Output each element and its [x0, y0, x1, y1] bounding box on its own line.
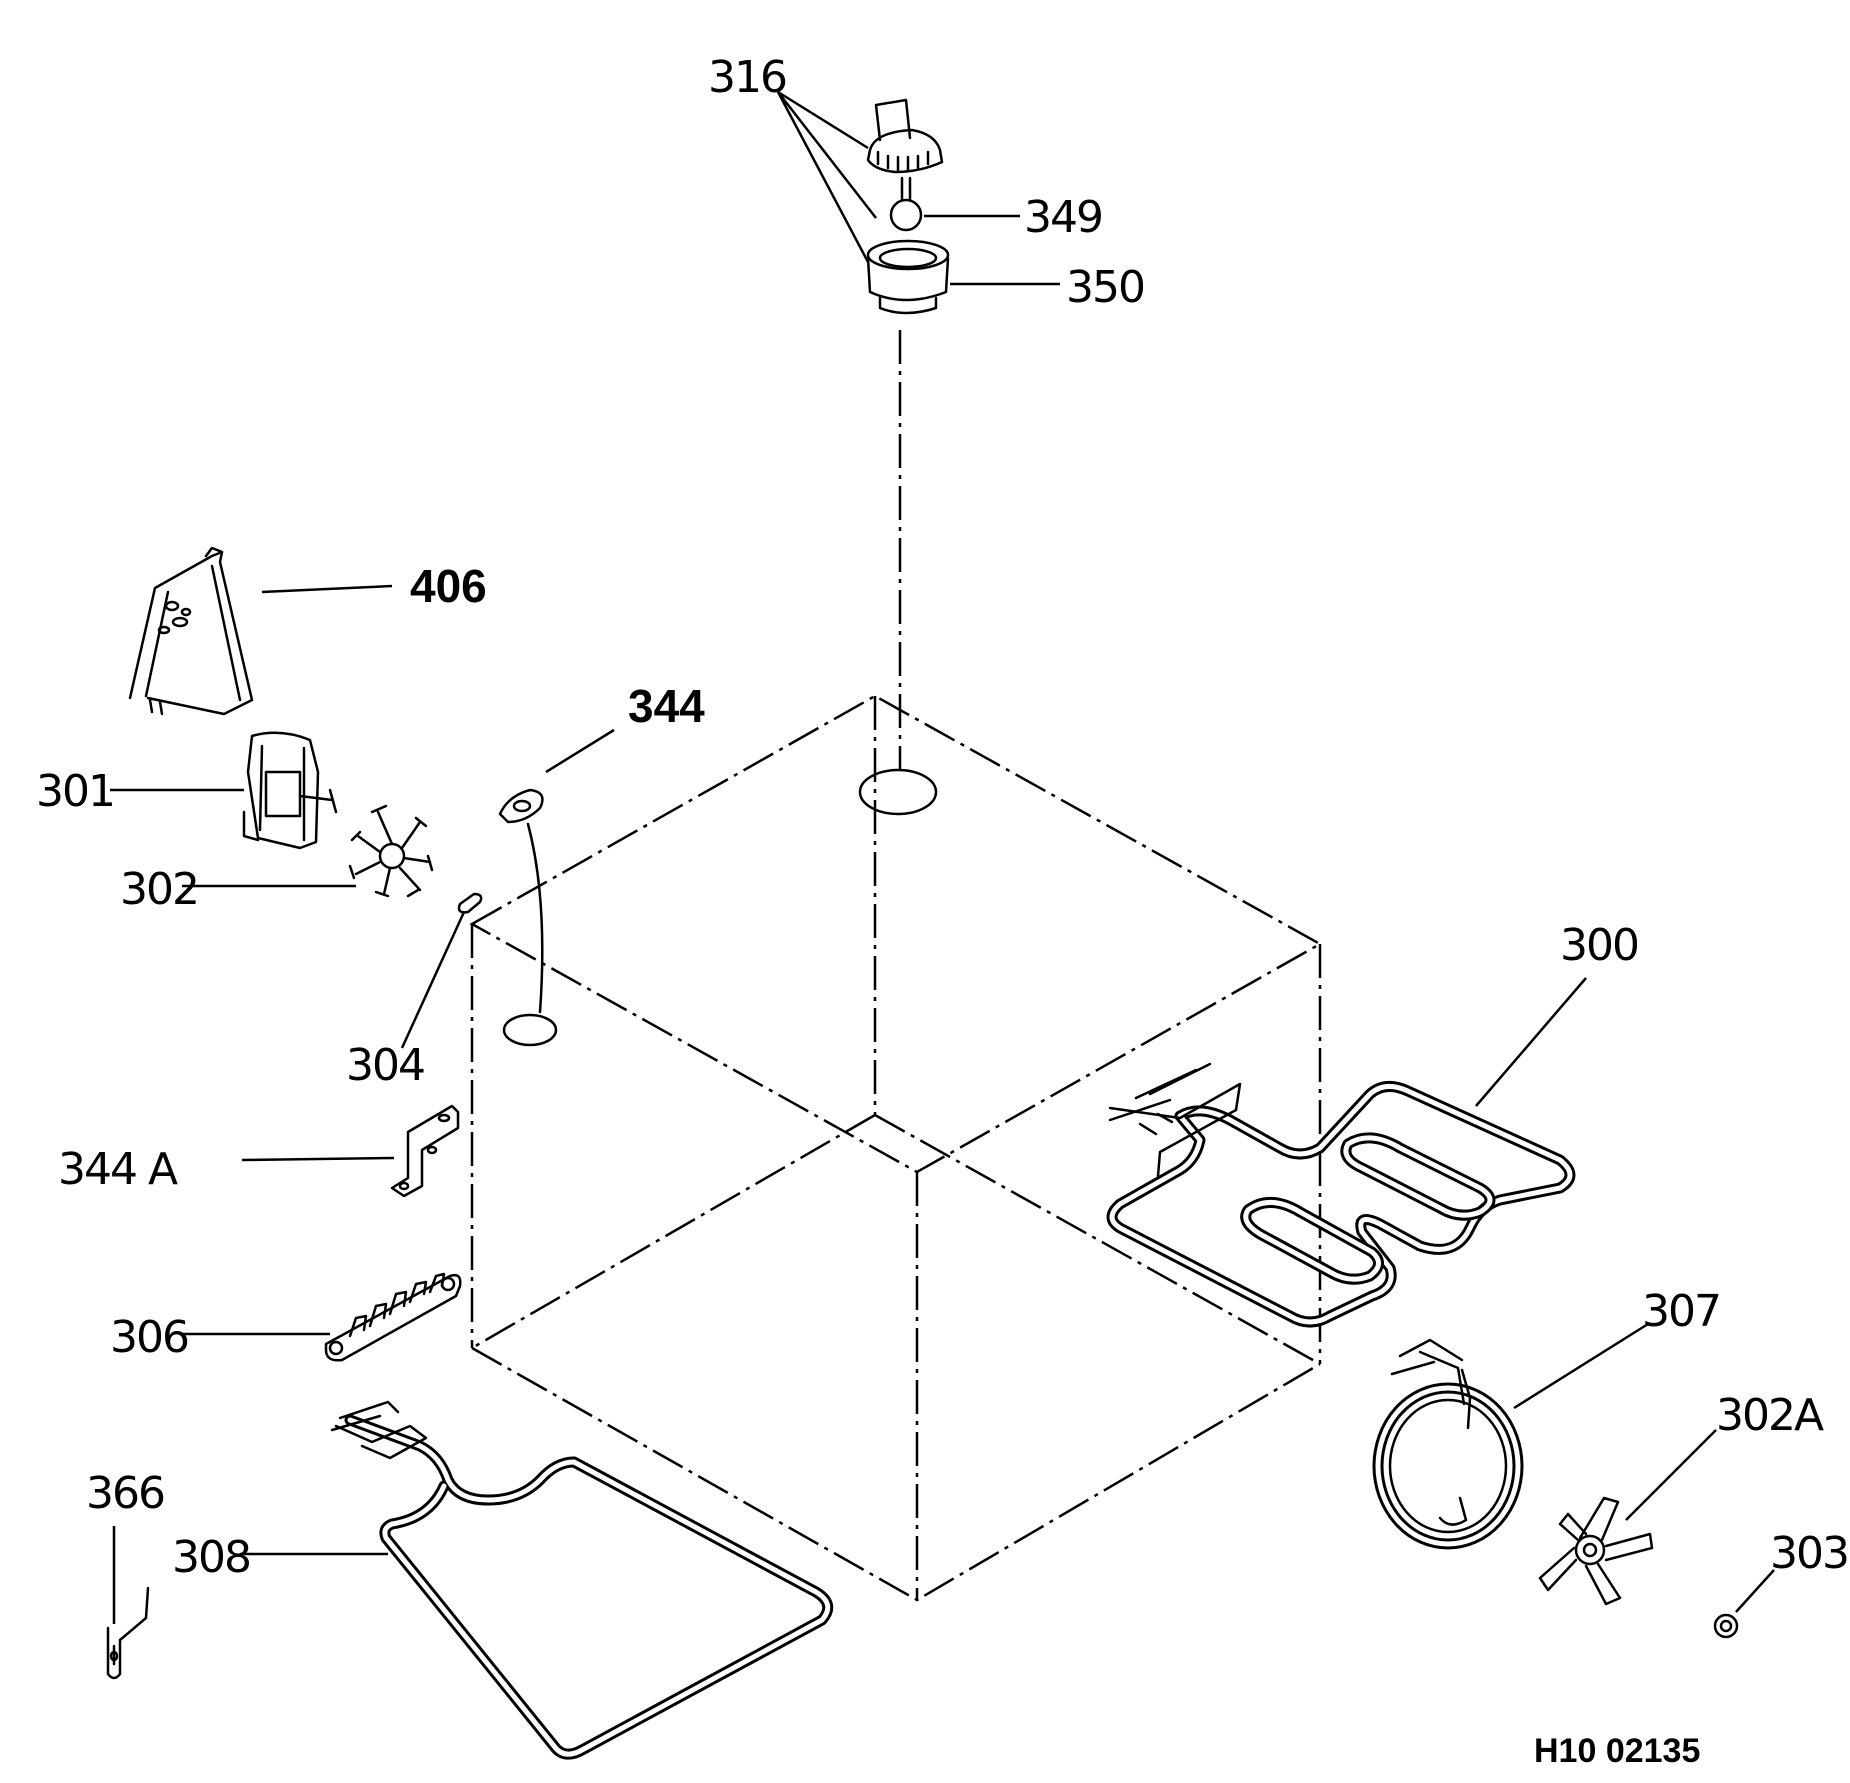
lower-heating-element-308 [330, 1400, 834, 1760]
thermostat-bulb-part [889, 176, 923, 232]
label-344A: 344 A [58, 1144, 178, 1195]
fan-motor-301 [242, 731, 338, 850]
label-303: 303 [1770, 1528, 1848, 1579]
small-clip-304 [457, 892, 483, 914]
label-300: 300 [1560, 920, 1638, 971]
label-350: 350 [1066, 262, 1144, 313]
label-366: 366 [86, 1468, 164, 1519]
clip-366 [106, 1586, 150, 1680]
label-406: 406 [410, 560, 487, 612]
oven-cavity-box [469, 694, 1323, 1602]
label-302A: 302A [1716, 1390, 1824, 1441]
fan-wheel-302 [348, 804, 434, 898]
nut-303 [1713, 1613, 1739, 1639]
terminal-block-306 [324, 1272, 462, 1362]
bracket-plate-406 [128, 546, 254, 716]
label-306: 306 [110, 1312, 188, 1363]
part-labels: 316 349 350 406 344 301 302 304 344 A 30… [36, 52, 1850, 1770]
label-302: 302 [120, 864, 198, 915]
lamp-holder-344 [498, 788, 544, 1014]
label-304: 304 [346, 1040, 424, 1091]
thermostat-nut-part [866, 239, 950, 315]
fan-blade-302A [1538, 1496, 1654, 1606]
label-316: 316 [708, 52, 786, 103]
upper-grill-element-300 [1106, 1062, 1576, 1328]
label-307: 307 [1642, 1286, 1720, 1337]
label-301: 301 [36, 766, 114, 817]
label-308: 308 [172, 1532, 250, 1583]
thermostat-knob-part [866, 98, 944, 174]
leader-lines [110, 90, 1775, 1624]
label-344: 344 [628, 680, 705, 732]
drawing-reference: H10 02135 [1534, 1732, 1700, 1770]
circular-element-307 [1372, 1338, 1524, 1550]
label-349: 349 [1024, 192, 1102, 243]
bracket-344A [390, 1104, 460, 1198]
